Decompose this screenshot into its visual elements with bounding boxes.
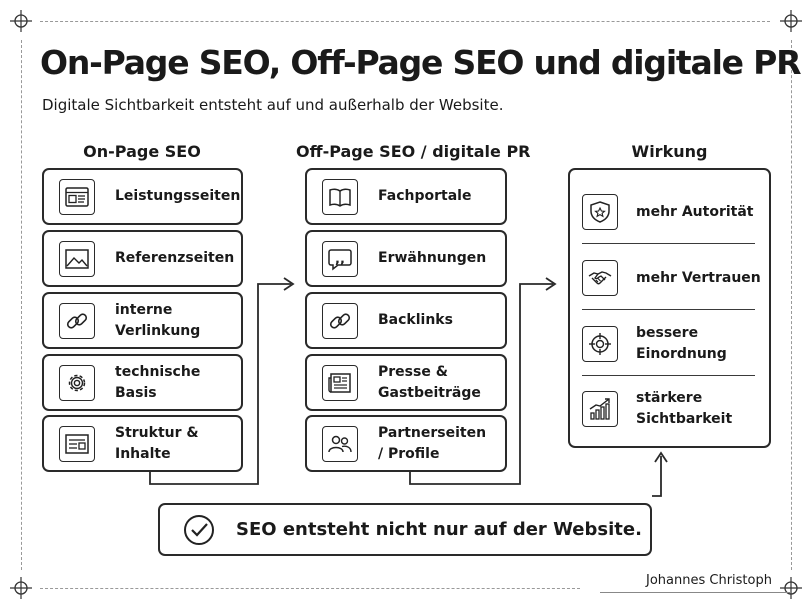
offpage-item-label: Partnerseiten / Profile	[378, 424, 487, 462]
offpage-item-label: Backlinks	[378, 312, 453, 328]
guide-line-right	[791, 40, 792, 570]
wirkung-divider	[582, 375, 755, 376]
offpage-item-presse: Presse & Gastbeiträge	[305, 354, 507, 411]
onpage-item-label: Struktur & Inhalte	[115, 424, 199, 462]
guide-line-left	[21, 40, 22, 570]
guide-line-bottom	[40, 588, 580, 589]
wirkung-item-label: bessere Einordnung	[636, 325, 727, 362]
wirkung-divider	[582, 243, 755, 244]
svg-text:,,: ,,	[335, 252, 345, 267]
wirkung-item-label: mehr Vertrauen	[636, 269, 761, 286]
page-title: On-Page SEO, Off-Page SEO und digitale P…	[40, 43, 802, 82]
handshake-icon	[582, 260, 618, 296]
growth-chart-icon	[582, 391, 618, 427]
footer-text: SEO entsteht nicht nur auf der Website.	[236, 519, 642, 540]
target-icon	[582, 326, 618, 362]
page-subtitle: Digitale Sichtbarkeit entsteht auf und a…	[42, 96, 504, 114]
quote-bubble-icon: ,,	[322, 240, 358, 277]
shield-star-icon	[582, 194, 618, 230]
link-icon	[59, 302, 95, 339]
offpage-item-label: Presse & Gastbeiträge	[378, 363, 481, 401]
check-circle-icon	[184, 514, 214, 545]
corner-mark-top-right	[780, 10, 802, 32]
wirkung-panel: mehr Autorität mehr Vertrauen bessere Ei…	[568, 168, 771, 448]
guide-line-top	[40, 21, 770, 22]
author-signature: Johannes Christoph	[646, 573, 772, 588]
onpage-item-interne-verlinkung: interne Verlinkung	[42, 292, 243, 349]
wirkung-item-einordnung: bessere Einordnung	[582, 319, 769, 369]
webpage-layout-icon	[59, 178, 95, 215]
wirkung-item-autoritaet: mehr Autorität	[582, 187, 753, 237]
gear-icon	[59, 364, 95, 401]
onpage-item-label: Referenzseiten	[115, 250, 235, 266]
offpage-item-fachportale: Fachportale	[305, 168, 507, 225]
onpage-item-struktur-inhalte: Struktur & Inhalte	[42, 415, 243, 472]
book-icon	[322, 178, 358, 215]
newspaper-icon	[322, 364, 358, 401]
wirkung-heading: Wirkung	[631, 142, 708, 161]
content-layout-icon	[59, 425, 95, 462]
offpage-item-label: Erwähnungen	[378, 250, 487, 266]
author-underline	[600, 592, 790, 593]
onpage-heading: On-Page SEO	[83, 142, 201, 161]
onpage-item-label: interne Verlinkung	[115, 301, 201, 339]
offpage-item-label: Fachportale	[378, 188, 472, 204]
wirkung-item-label: stärkere Sichtbarkeit	[636, 390, 733, 427]
footer-statement: SEO entsteht nicht nur auf der Website.	[158, 503, 652, 556]
link-icon	[322, 302, 358, 339]
image-icon	[59, 240, 95, 277]
wirkung-item-sichtbarkeit: stärkere Sichtbarkeit	[582, 384, 769, 434]
onpage-item-technische-basis: technische Basis	[42, 354, 243, 411]
corner-mark-top-left	[10, 10, 32, 32]
offpage-item-partnerseiten: Partnerseiten / Profile	[305, 415, 507, 472]
people-icon	[322, 425, 358, 462]
wirkung-divider	[582, 309, 755, 310]
corner-mark-bottom-left	[10, 577, 32, 599]
wirkung-item-vertrauen: mehr Vertrauen	[582, 253, 761, 303]
onpage-item-label: Leistungsseiten	[115, 188, 241, 204]
onpage-item-leistungsseiten: Leistungsseiten	[42, 168, 243, 225]
offpage-item-erwaehnungen: ,, Erwähnungen	[305, 230, 507, 287]
onpage-item-label: technische Basis	[115, 363, 201, 401]
onpage-item-referenzseiten: Referenzseiten	[42, 230, 243, 287]
offpage-heading: Off-Page SEO / digitale PR	[296, 142, 531, 161]
wirkung-item-label: mehr Autorität	[636, 203, 754, 220]
arrow-footer-to-wirkung	[652, 451, 668, 497]
corner-mark-bottom-right	[780, 577, 802, 599]
offpage-item-backlinks: Backlinks	[305, 292, 507, 349]
